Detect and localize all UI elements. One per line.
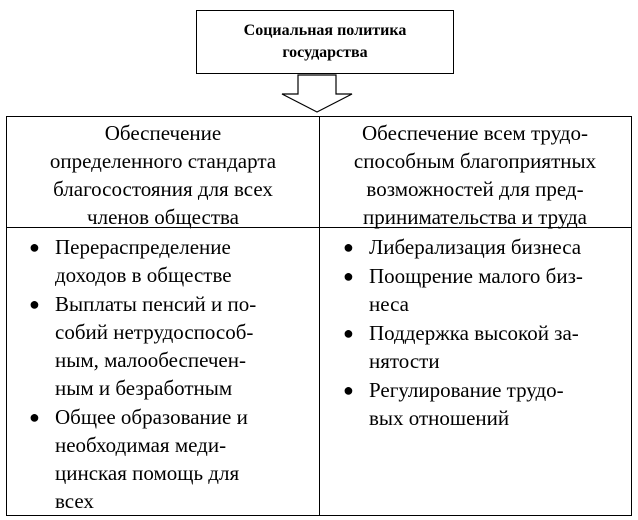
top-box-line-2: государства [282, 44, 368, 61]
policy-table: Обеспечение определенного стандарта благ… [6, 116, 632, 516]
right-column-header: Обеспечение всем трудо- способным благоп… [323, 119, 627, 231]
list-item-line: Выплаты пенсий и по- [55, 292, 257, 316]
left-bullet-list: ● Перераспределение доходов в обществе ●… [29, 233, 297, 516]
left-header-line: членов общества [87, 205, 239, 229]
list-item: ● Либерализация бизнеса [343, 233, 615, 261]
list-item: ● Поощрение малого биз- неса [343, 262, 615, 318]
left-header-line: Обеспечение [104, 121, 222, 145]
left-header-line: определенного стандарта [49, 149, 277, 173]
header-divider [7, 227, 631, 228]
list-item-line: ным, малообеспечен- [55, 348, 246, 372]
bullet-icon: ● [29, 407, 40, 427]
list-item-line: неса [369, 292, 409, 316]
right-header-line: принимательства и труда [363, 205, 587, 229]
bullet-icon: ● [343, 380, 354, 400]
list-item-line: ным и безработным [55, 376, 233, 400]
list-item: ● Регулирование трудо- вых отношений [343, 376, 615, 432]
top-box-social-policy: Социальная политика государства [196, 10, 454, 74]
left-header-line: благосостояния для всех [53, 177, 273, 201]
column-divider [319, 117, 320, 515]
list-item-line: собий нетрудоспособ- [55, 320, 254, 344]
list-item-line: Поддержка высокой за- [369, 321, 579, 345]
right-header-line: Обеспечение всем трудо- [362, 121, 588, 145]
right-header-line: возможностей для пред- [366, 177, 584, 201]
bullet-icon: ● [343, 237, 354, 257]
list-item-line: всех [55, 489, 94, 513]
right-bullet-list: ● Либерализация бизнеса ● Поощрение мало… [343, 233, 615, 433]
list-item-line: цинская помощь для [55, 461, 240, 485]
list-item-line: Регулирование трудо- [369, 378, 564, 402]
list-item: ● Перераспределение доходов в обществе [29, 233, 297, 289]
list-item-line: вых отношений [369, 406, 510, 430]
bullet-icon: ● [29, 237, 40, 257]
list-item: ● Общее образование и необходимая меди- … [29, 403, 297, 515]
list-item-line: нятости [369, 349, 440, 373]
down-arrow-icon [281, 74, 353, 113]
bullet-icon: ● [343, 323, 354, 343]
list-item-line: Перераспределение [55, 235, 231, 259]
list-item: ● Выплаты пенсий и по- собий нетрудоспос… [29, 290, 297, 402]
left-column-header: Обеспечение определенного стандарта благ… [11, 119, 315, 231]
right-header-line: способным благоприятных [353, 149, 597, 173]
list-item-line: Общее образование и [55, 405, 248, 429]
list-item-line: Либерализация бизнеса [369, 235, 582, 259]
bullet-icon: ● [343, 266, 354, 286]
list-item-line: доходов в обществе [55, 263, 232, 287]
list-item: ● Поддержка высокой за- нятости [343, 319, 615, 375]
bullet-icon: ● [29, 294, 40, 314]
list-item-line: необходимая меди- [55, 433, 227, 457]
top-box-line-1: Социальная политика [243, 22, 407, 39]
list-item-line: Поощрение малого биз- [369, 264, 583, 288]
